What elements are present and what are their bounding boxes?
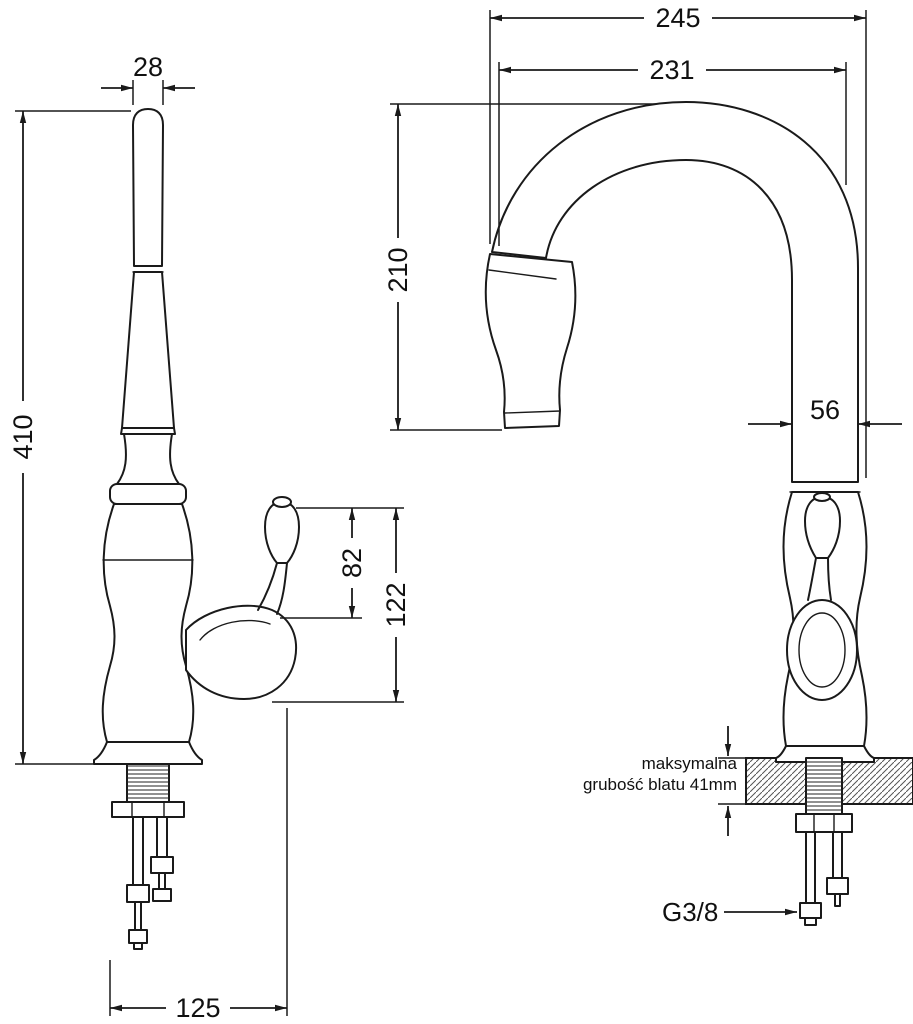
mounting-hardware-left <box>111 763 185 950</box>
thread-callout: G3/8 <box>662 897 797 927</box>
dim-label-122: 122 <box>381 582 411 627</box>
handle-stem-left <box>257 562 278 611</box>
dim-label-125: 125 <box>175 993 220 1023</box>
dim-label-28: 28 <box>133 52 163 82</box>
right-stud <box>156 816 168 858</box>
handle-knob <box>264 501 300 564</box>
pulldown-spray-head <box>484 253 577 429</box>
left-stud-nut <box>126 884 150 903</box>
neck-right-edge <box>169 433 180 485</box>
handle-stem-right <box>276 562 288 615</box>
dim-total-depth: 245 <box>489 3 867 478</box>
dim-spout-top-width: 28 <box>101 52 195 105</box>
supply-stud-left <box>805 831 816 904</box>
dim-spout-reach: 231 <box>498 55 847 246</box>
supply-stud-right <box>832 831 843 879</box>
right-stud-fitting <box>152 888 172 902</box>
handle-escutcheon <box>786 599 858 701</box>
counter-note-line2: grubość blatu 41mm <box>583 775 737 794</box>
faucet-body <box>101 503 195 743</box>
foot-flange <box>93 741 203 765</box>
dim-spout-height: 210 <box>383 103 656 431</box>
spout-tube <box>132 108 164 267</box>
counter-thickness-note: maksymalna grubość blatu 41mm <box>583 726 738 836</box>
handle-stem-left-right-view <box>807 557 817 601</box>
right-stud-nut <box>150 856 174 874</box>
neck-left-edge <box>116 433 127 485</box>
mounting-nut <box>795 813 853 833</box>
dim-base-depth: 125 <box>109 708 288 1023</box>
left-faucet-view <box>93 108 300 950</box>
handle-stem-right-right-view <box>827 557 832 601</box>
collar <box>109 483 187 505</box>
left-stud-fitting <box>128 929 148 944</box>
foot-flange-right <box>775 745 875 763</box>
handle-knob-right-view <box>804 496 841 559</box>
dim-label-231: 231 <box>649 55 694 85</box>
dim-label-56: 56 <box>810 395 840 425</box>
dim-handle-section-height: 122 <box>272 508 411 703</box>
spray-head-joint-line <box>488 269 557 280</box>
spout-cone <box>121 271 175 429</box>
g38-fitting <box>799 902 822 919</box>
dim-handle-height: 82 <box>280 507 404 619</box>
left-stud <box>132 816 144 886</box>
dim-label-410: 410 <box>8 414 38 459</box>
dim-label-210: 210 <box>383 247 413 292</box>
handle-joint-detail <box>199 619 271 641</box>
dim-label-82: 82 <box>337 548 367 578</box>
aerator-line <box>504 410 561 414</box>
mounting-hardware-right <box>795 757 853 926</box>
counter-note-line1: maksymalna <box>642 754 738 773</box>
handle-knob-cap <box>272 496 292 508</box>
right-faucet-view <box>484 101 875 926</box>
dim-total-height: 410 <box>8 110 131 765</box>
spout-base-ring <box>120 427 176 435</box>
handle-joint <box>185 604 297 700</box>
handle-knob-cap-right-view <box>813 492 831 502</box>
dim-body-width: 56 <box>748 395 902 428</box>
supply-stud-right-nut <box>826 877 849 895</box>
handle-escutcheon-inner <box>798 612 846 688</box>
dim-label-245: 245 <box>655 3 700 33</box>
gooseneck-spout <box>491 101 859 483</box>
thread-label-g38: G3/8 <box>662 897 718 927</box>
